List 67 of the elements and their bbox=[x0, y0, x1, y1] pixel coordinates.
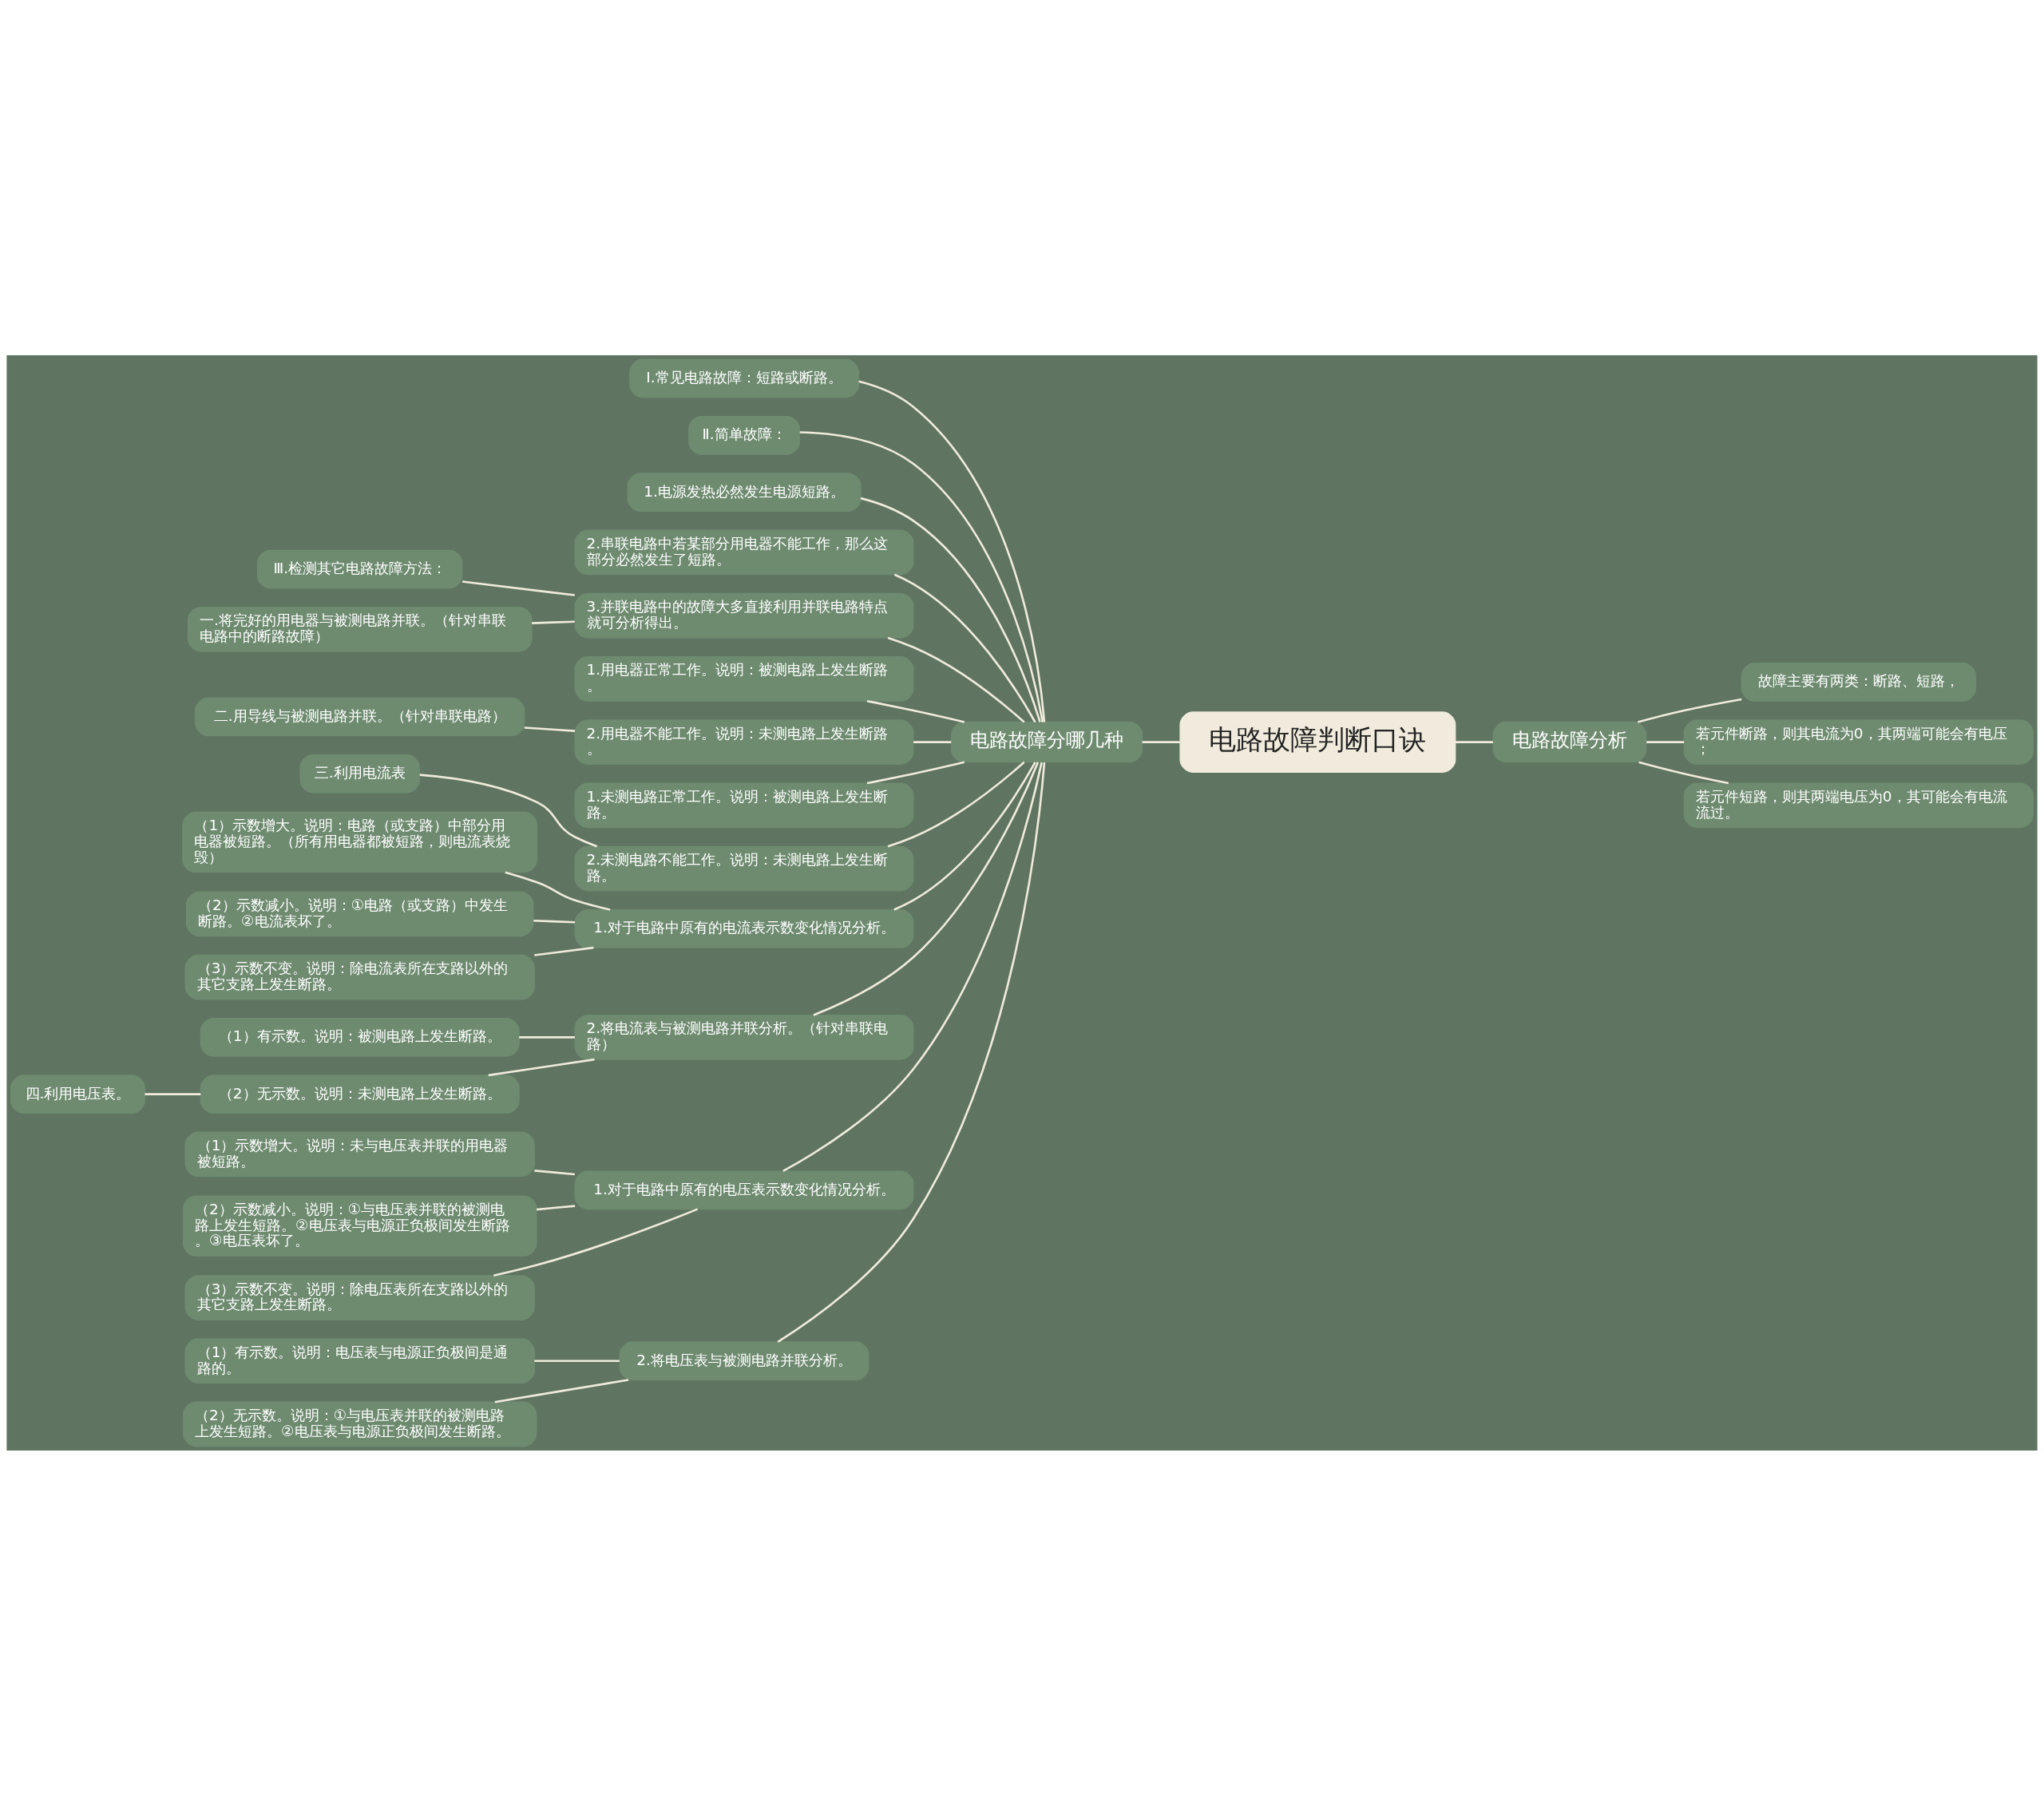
connector bbox=[893, 761, 1036, 911]
connector bbox=[537, 1204, 576, 1210]
connector bbox=[913, 740, 952, 743]
connector bbox=[887, 636, 1025, 722]
node-box: 1.对于电路中原有的电流表示数变化情况分析。 bbox=[574, 908, 914, 948]
connector bbox=[1455, 740, 1493, 743]
node-box: 二.用导线与被测电路并联。（针对串联电路） bbox=[195, 697, 525, 736]
node-box: Ⅰ.常见电路故障：短路或断路。 bbox=[629, 358, 859, 398]
connector bbox=[488, 1058, 595, 1076]
node-box: 2.用电器不能工作。说明：未测电路上发生断路。 bbox=[574, 718, 914, 765]
node-box: 3.并联电路中的故障大多直接利用并联电路特点就可分析得出。 bbox=[574, 592, 914, 639]
connector bbox=[813, 761, 1040, 1016]
node-box: 电路故障判断口诀 bbox=[1179, 711, 1456, 773]
node-box: （1）有示数。说明：被测电路上发生断路。 bbox=[200, 1017, 520, 1057]
connector bbox=[532, 619, 575, 624]
node-box: 电路故障分析 bbox=[1492, 721, 1647, 762]
node-box: 2.未测电路不能工作。说明：未测电路上发生断路。 bbox=[574, 845, 914, 891]
connector bbox=[893, 572, 1036, 722]
connector bbox=[866, 699, 965, 723]
connector bbox=[494, 1378, 629, 1403]
node-box: 三.利用电流表 bbox=[299, 754, 420, 794]
connector bbox=[145, 1092, 201, 1095]
node-box: （2）无示数。说明：未测电路上发生断路。 bbox=[200, 1074, 520, 1114]
node-box: 若元件断路，则其电流为0，其两端可能会有电压； bbox=[1683, 718, 2034, 765]
node-box: （1）示数增大。说明：未与电压表并联的用电器被短路。 bbox=[184, 1131, 535, 1177]
connector bbox=[799, 430, 1044, 722]
connector bbox=[1646, 740, 1685, 743]
node-box: 若元件短路，则其两端电压为0，其可能会有电流流过。 bbox=[1683, 782, 2034, 828]
connector bbox=[534, 1359, 620, 1362]
connector bbox=[419, 773, 598, 848]
node-box: 2.将电流表与被测电路并联分析。（针对串联电路） bbox=[574, 1014, 914, 1060]
node-box: 2.将电压表与被测电路并联分析。 bbox=[619, 1340, 869, 1380]
node-box: 1.用电器正常工作。说明：被测电路上发生断路。 bbox=[574, 655, 914, 702]
node-box: 故障主要有两类：断路、短路， bbox=[1741, 662, 1977, 702]
connector bbox=[519, 1035, 575, 1039]
connector bbox=[1142, 740, 1180, 743]
connector bbox=[866, 761, 965, 784]
connector bbox=[782, 762, 1043, 1172]
node-box: （2）示数减小。说明：①电路（或支路）中发生断路。②电流表坏了。 bbox=[185, 890, 534, 936]
node-box: （3）示数不变。说明：除电流表所在支路以外的其它支路上发生断路。 bbox=[184, 954, 535, 999]
connector bbox=[887, 761, 1025, 847]
node-box: Ⅱ.简单故障： bbox=[688, 415, 801, 455]
connector bbox=[860, 497, 1041, 722]
connector bbox=[777, 762, 1046, 1343]
connector bbox=[505, 871, 611, 911]
connector bbox=[858, 380, 1046, 722]
node-box: 2.串联电路中若某部分用电器不能工作，那么这部分必然发生了短路。 bbox=[574, 529, 914, 575]
node-box: （3）示数不变。说明：除电压表所在支路以外的其它支路上发生断路。 bbox=[184, 1274, 535, 1320]
connector bbox=[1638, 761, 1729, 784]
node-box: （2）示数减小。说明：①与电压表并联的被测电路上发生短路。②电压表与电源正负极间发生断路。③电压表坏了。 bbox=[182, 1194, 537, 1257]
node-box: 四.利用电压表。 bbox=[10, 1074, 145, 1114]
node-box: 电路故障分哪几种 bbox=[950, 721, 1143, 762]
node-box: 1.对于电路中原有的电压表示数变化情况分析。 bbox=[574, 1170, 914, 1209]
node-box: Ⅲ.检测其它电路故障方法： bbox=[256, 549, 463, 588]
node-box: （1）示数增大。说明：电路（或支路）中部分用电器被短路。（所有用电器都被短路，则电流表烧毁） bbox=[182, 811, 538, 873]
node-box: （1）有示数。说明：电压表与电源正负极间是通路的。 bbox=[184, 1337, 535, 1383]
connector bbox=[524, 726, 576, 732]
node-box: 1.电源发热必然发生电源短路。 bbox=[627, 472, 862, 512]
node-box: 1.未测电路正常工作。说明：被测电路上发生断路。 bbox=[574, 782, 914, 828]
node-box: 一.将完好的用电器与被测电路并联。（针对串联电路中的断路故障） bbox=[187, 606, 533, 652]
node-box: （2）无示数。说明：①与电压表并联的被测电路上发生短路。②电压表与电源正负极间发生断路。 bbox=[182, 1401, 537, 1447]
connector bbox=[1638, 698, 1742, 723]
connector bbox=[533, 919, 576, 924]
connector bbox=[534, 1169, 575, 1175]
connector bbox=[493, 1207, 699, 1277]
connector bbox=[534, 946, 594, 956]
connector bbox=[461, 580, 575, 596]
